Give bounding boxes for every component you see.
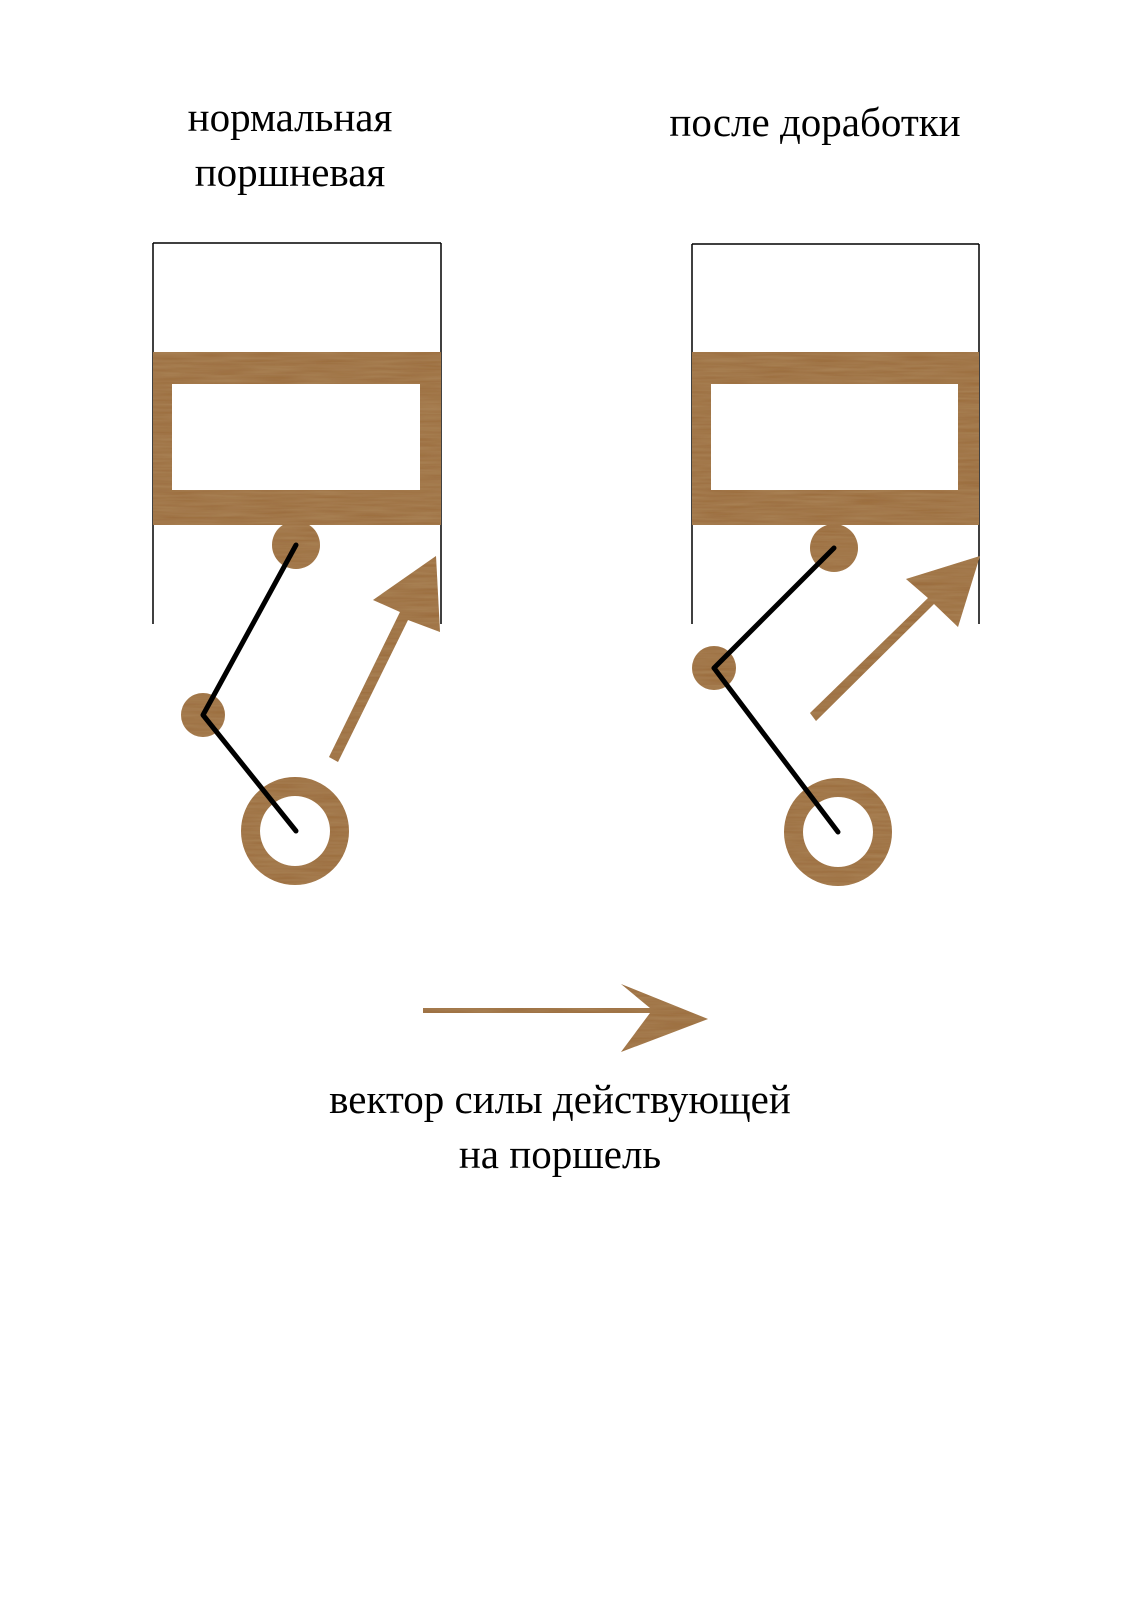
left-diagram-title: нормальная поршневая <box>140 90 440 200</box>
caption-line-1: вектор силы действующей <box>329 1076 791 1122</box>
right-connecting-rod <box>711 545 841 835</box>
right-diagram-title: после доработки <box>630 95 1000 150</box>
right-force-arrow <box>810 556 980 721</box>
left-piston <box>153 352 441 525</box>
legend-force-arrow <box>423 984 708 1052</box>
right-crank-wheel <box>784 778 892 886</box>
right-mechanism <box>691 243 980 886</box>
left-crank-wheel <box>241 777 349 885</box>
left-force-arrow <box>329 556 440 762</box>
left-title-line-1: нормальная <box>187 94 393 140</box>
left-connecting-rod <box>200 542 299 834</box>
right-title-line-1: после доработки <box>669 99 961 145</box>
left-title-line-2: поршневая <box>194 149 386 195</box>
legend-caption: вектор силы действующей на поршель <box>260 1072 860 1182</box>
right-piston <box>692 352 979 525</box>
caption-line-2: на поршель <box>458 1131 662 1177</box>
left-mechanism <box>152 242 442 885</box>
